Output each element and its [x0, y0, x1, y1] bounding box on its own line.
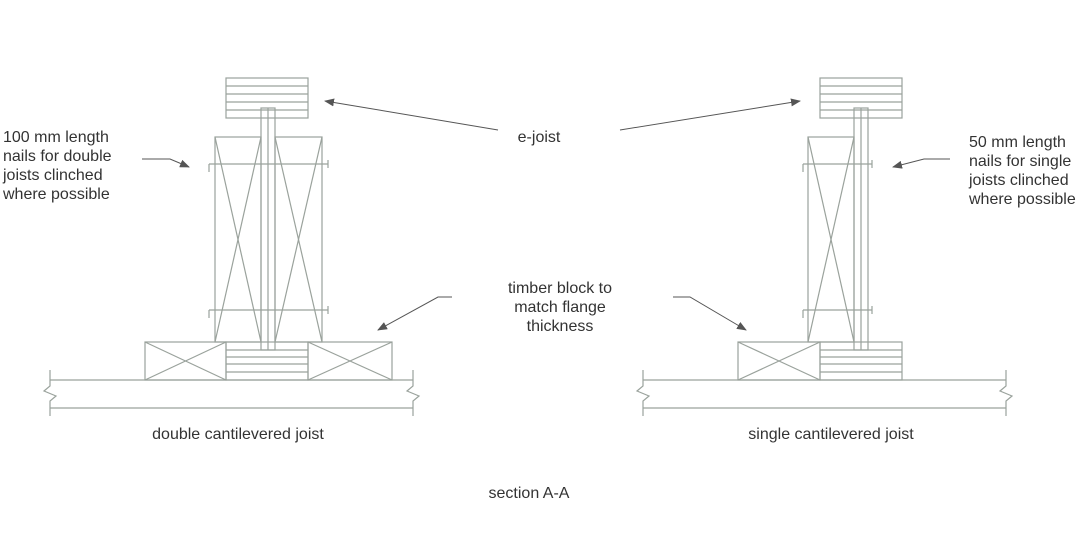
right-nail-note-line: nails for single	[969, 153, 1072, 170]
leader-lines	[142, 98, 950, 331]
leader-block-left	[377, 296, 452, 331]
right-wall-plate	[635, 370, 1014, 416]
leader-block-right	[673, 296, 747, 331]
right-nail-note-line: where possible	[969, 191, 1076, 208]
left-joist-left	[214, 136, 262, 343]
section-title: section A-A	[488, 485, 570, 502]
ejoist-label: e-joist	[517, 129, 561, 146]
right-web	[853, 107, 869, 351]
right-nail-note-line: joists clinched	[969, 172, 1069, 189]
single-cantilever-assembly	[635, 77, 1014, 416]
right-nail-bottom	[802, 306, 873, 318]
left-web	[260, 107, 276, 351]
left-nail-note: 100 mm length nails for double joists cl…	[3, 128, 112, 204]
right-nail-note: 50 mm length nails for single joists cli…	[969, 133, 1076, 209]
timber-block-note-line: thickness	[526, 318, 594, 335]
leader-right-nail	[892, 158, 950, 169]
left-nail-bottom	[208, 306, 329, 318]
double-cantilever-assembly	[42, 77, 421, 416]
left-nail-top	[208, 160, 329, 172]
timber-block-note: timber block to match flange thickness	[480, 279, 640, 336]
left-bottom-block-left	[144, 341, 227, 381]
leader-left-nail	[142, 158, 190, 168]
right-caption: single cantilevered joist	[748, 426, 914, 443]
leader-ejoist-left	[324, 98, 499, 131]
leader-ejoist-right	[619, 98, 801, 131]
right-nail-note-line: 50 mm length	[969, 134, 1066, 151]
right-joist	[807, 136, 855, 343]
right-bottom-block	[737, 341, 821, 381]
left-caption: double cantilevered joist	[152, 426, 324, 443]
left-wall-plate	[42, 370, 421, 416]
timber-block-note-line: match flange	[514, 299, 606, 316]
left-bottom-block-right	[307, 341, 393, 381]
left-joist-right	[274, 136, 323, 343]
left-nail-note-line: joists clinched	[3, 167, 103, 184]
left-nail-note-line: 100 mm length	[3, 129, 109, 146]
left-bottom-flange	[225, 341, 309, 381]
right-nail-top	[802, 160, 873, 172]
left-top-flange	[225, 77, 309, 119]
right-bottom-flange	[819, 341, 903, 381]
left-nail-note-line: nails for double	[3, 148, 112, 165]
left-nail-note-line: where possible	[3, 186, 110, 203]
timber-block-note-line: timber block to	[507, 280, 613, 297]
